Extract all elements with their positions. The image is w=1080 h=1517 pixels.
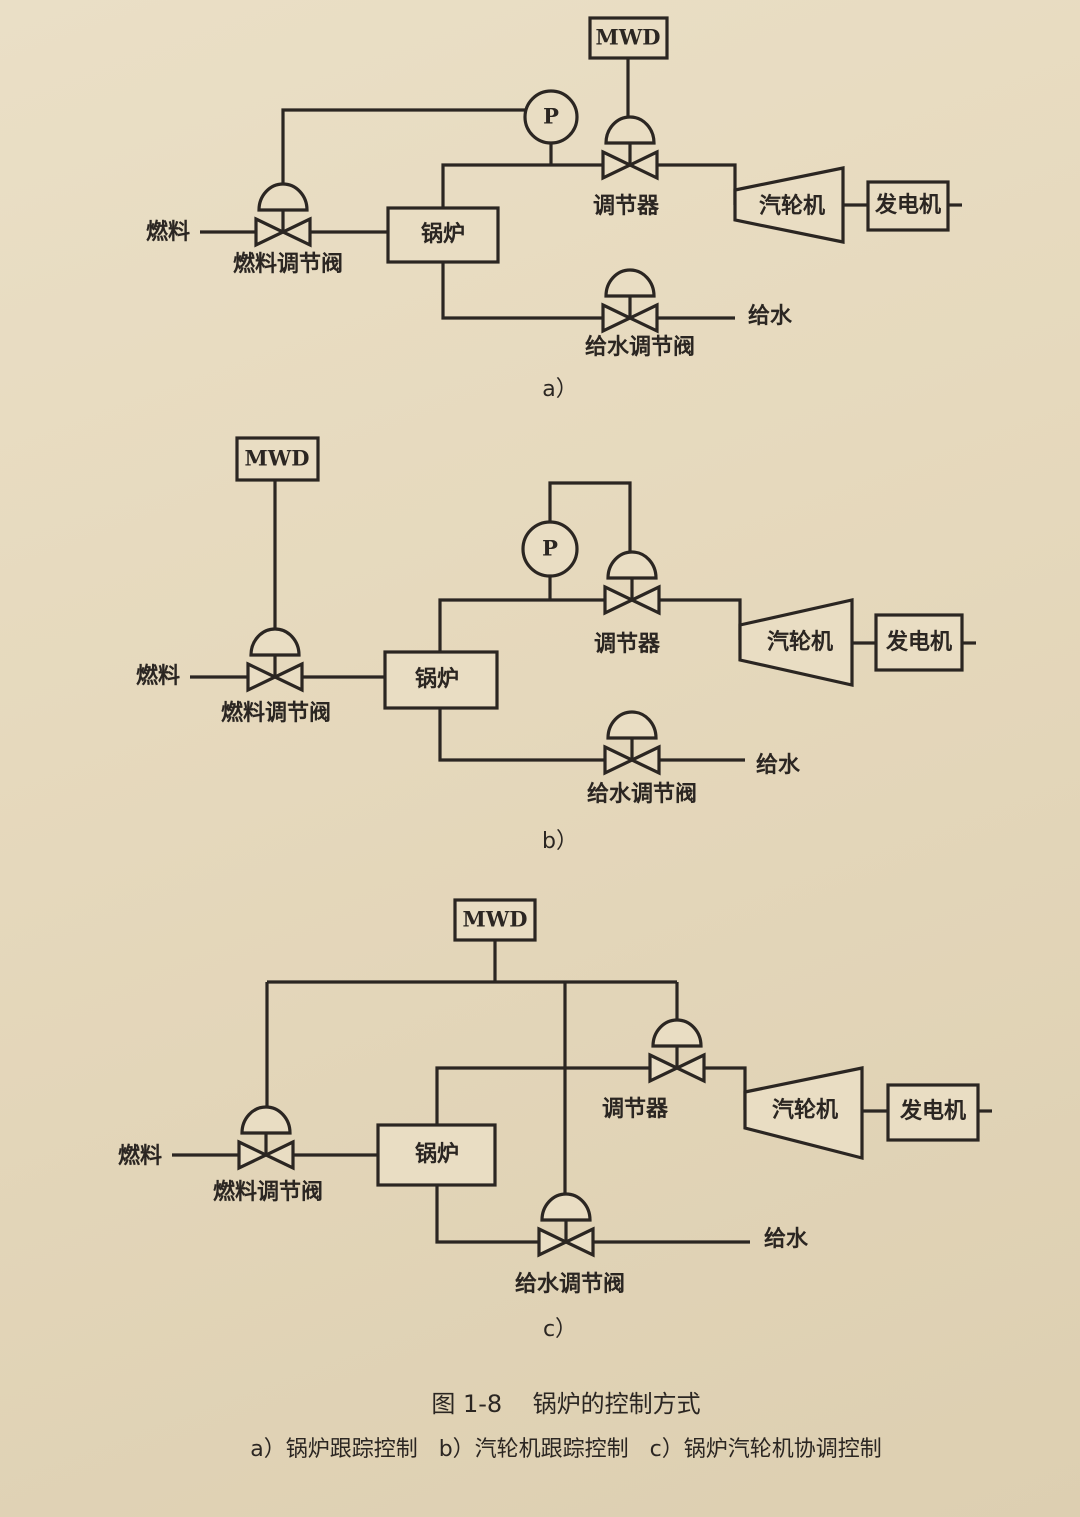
- boiler: [383, 650, 499, 710]
- diagram-tag: b）: [542, 829, 578, 854]
- turbine-label: 汽轮机: [759, 193, 825, 219]
- turbine: [733, 166, 845, 244]
- mwd-label: MWD: [244, 446, 309, 471]
- mwd-box: [235, 436, 320, 482]
- generator-label: 发电机: [885, 629, 952, 655]
- fuel-valve-label: 燃料调节阀: [221, 700, 331, 726]
- regulator-label: 调节器: [593, 194, 660, 219]
- figure-subcaption: a）锅炉跟踪控制 b）汽轮机跟踪控制 c）锅炉汽轮机协调控制: [250, 1437, 882, 1462]
- regulator-valve: [603, 550, 661, 615]
- fuel-label: 燃料: [118, 1143, 162, 1169]
- turbine: [738, 598, 854, 687]
- feedwater-valve-label: 给水调节阀: [585, 334, 695, 360]
- fuel-valve: [246, 627, 304, 692]
- generator-label: 发电机: [899, 1098, 966, 1124]
- feedwater-valve: [603, 710, 661, 775]
- fuel-label: 燃料: [136, 663, 180, 689]
- feedwater-label: 给水: [756, 752, 801, 778]
- pressure-label: P: [542, 536, 558, 561]
- boiler: [376, 1123, 497, 1187]
- boiler-label: 锅炉: [421, 221, 465, 247]
- boiler-label: 锅炉: [415, 1141, 459, 1167]
- diagram-a: MWD P 调节器 汽轮机 发电机 锅炉 燃料 燃料调节阀 给水 给水调节阀 a…: [146, 16, 962, 402]
- fuel-label: 燃料: [146, 219, 190, 245]
- feedwater-valve: [601, 268, 659, 333]
- feedwater-valve-label: 给水调节阀: [515, 1271, 625, 1297]
- diagram-tag: c）: [543, 1317, 577, 1342]
- turbine: [743, 1066, 864, 1161]
- regulator-label: 调节器: [602, 1097, 669, 1122]
- generator-label: 发电机: [874, 192, 941, 218]
- mwd-label: MWD: [462, 907, 527, 932]
- diagram-tag: a）: [542, 377, 577, 402]
- fuel-valve: [254, 182, 312, 247]
- diagram-b: MWD P 调节器 汽轮机 发电机 锅炉 燃料 燃料调节阀 给水 给水调节阀 b…: [136, 436, 976, 854]
- pressure-label: P: [543, 104, 559, 129]
- mwd-label: MWD: [595, 25, 660, 50]
- fuel-valve: [237, 1105, 295, 1170]
- turbine-label: 汽轮机: [772, 1097, 838, 1123]
- boiler: [386, 206, 500, 264]
- feedwater-label: 给水: [764, 1226, 809, 1252]
- boiler-label: 锅炉: [415, 666, 459, 692]
- fuel-valve-label: 燃料调节阀: [233, 251, 343, 277]
- feedwater-valve-label: 给水调节阀: [587, 781, 697, 807]
- feedwater-label: 给水: [748, 303, 793, 329]
- feedwater-valve: [537, 1192, 595, 1257]
- regulator-label: 调节器: [594, 632, 661, 657]
- diagram-c: MWD 调节器 汽轮机 发电机 锅炉 燃料 燃料调节阀 给水 给水调节阀 c）: [118, 898, 992, 1342]
- fuel-valve-label: 燃料调节阀: [213, 1179, 323, 1205]
- regulator-valve: [648, 1018, 706, 1083]
- generator: [886, 1083, 980, 1142]
- turbine-label: 汽轮机: [767, 629, 833, 655]
- figure-caption: 图 1-8 锅炉的控制方式: [431, 1390, 700, 1418]
- regulator-valve: [601, 115, 659, 180]
